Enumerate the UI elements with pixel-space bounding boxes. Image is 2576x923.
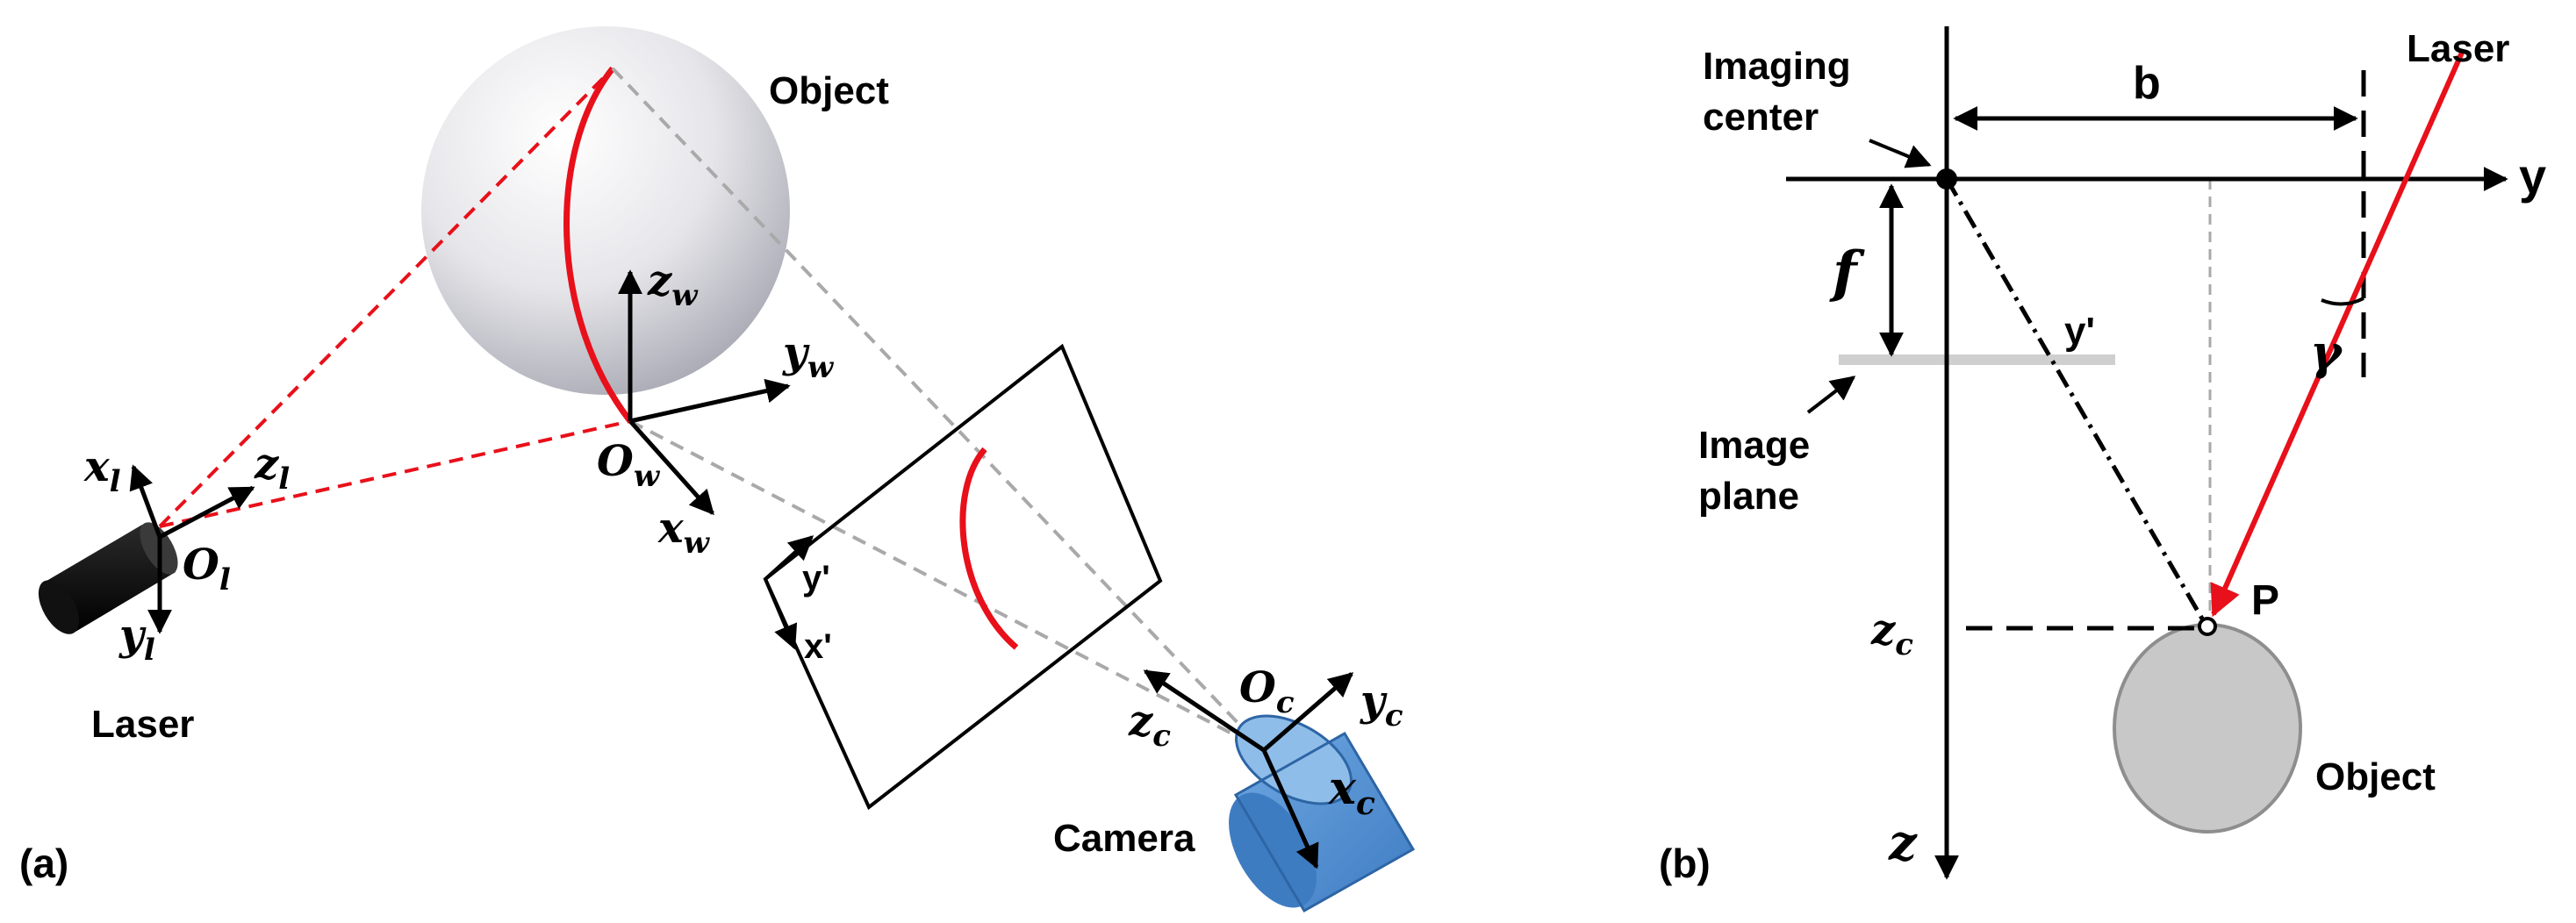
center-to-p-ray (1944, 177, 2208, 626)
laser-projection-top (158, 67, 614, 528)
point-p-label: P (2251, 577, 2279, 624)
camera-axis-y (1262, 672, 1354, 752)
laser-label-b: Laser (2407, 27, 2509, 70)
imaging-center-label-line2: center (1703, 96, 1819, 139)
gamma-arc (2321, 297, 2364, 306)
world-axis-y-label: yw (782, 328, 835, 385)
image-plane-pointer (1806, 376, 1856, 414)
camera-label: Camera (1053, 817, 1195, 860)
image-plane (763, 343, 1163, 811)
panel-a: y' x' zw yw Ow xw Object xl zl Ol yl Las… (19, 26, 1416, 913)
laser-origin-label: Ol (183, 540, 231, 597)
imaging-center-pointer (1869, 139, 1932, 168)
image-plane-label-line2: plane (1698, 475, 1799, 518)
image-axis-y (764, 535, 814, 581)
object-label: Object (769, 69, 889, 112)
yprime-label: y' (2064, 310, 2095, 353)
point-p (2198, 617, 2217, 636)
camera-projection-top (611, 67, 1266, 752)
image-plane-label-line1: Image (1698, 424, 1810, 467)
camera-axis-z (1143, 669, 1266, 753)
f-label: f (1829, 240, 1865, 305)
zc-label: zc (1870, 605, 1913, 662)
camera-axis-z-label: zc (1128, 697, 1171, 754)
laser-stripe (563, 66, 633, 424)
image-axis-x (764, 578, 798, 650)
object-circle (2113, 623, 2302, 834)
gamma-label: γ (2310, 324, 2343, 380)
camera-origin-label: Oc (1239, 663, 1295, 720)
panel-b-label: (b) (1659, 841, 1711, 886)
world-axis-x-label: xw (657, 504, 711, 561)
world-axis-y (629, 378, 791, 424)
camera-axis-x-label: xc (1328, 762, 1375, 822)
world-axis-z-label: zw (647, 256, 699, 313)
camera-axis-x (1261, 748, 1319, 869)
laser-axis-z (158, 485, 255, 540)
b-label: b (2133, 58, 2161, 109)
z-axis-label: z (1888, 814, 1918, 872)
imaging-center-label-line1: Imaging (1703, 45, 1851, 88)
laser-axis-y-label: yl (118, 611, 155, 668)
panel-b: b f Imaging center Image plane Laser y z… (1659, 26, 2546, 886)
laser-axis-x (129, 464, 162, 538)
camera-projection-bottom (629, 419, 1265, 752)
image-stripe (959, 447, 1019, 650)
laser-projection-bottom (159, 419, 631, 528)
laser-axis-z-label: zl (254, 440, 290, 497)
y-axis-label: y (2519, 148, 2546, 204)
camera-axis-y-label: yc (1360, 676, 1403, 733)
camera-device (1229, 714, 1416, 913)
laser-label: Laser (91, 703, 194, 746)
panel-a-label: (a) (19, 841, 68, 886)
laser-ray (2210, 51, 2465, 618)
object-sphere (421, 26, 790, 395)
image-axis-y-label: y' (802, 559, 830, 597)
image-axis-x-label: x' (804, 627, 832, 666)
laser-axis-x-label: xl (83, 442, 121, 499)
world-axis-x (628, 419, 714, 516)
object-label-b: Object (2315, 755, 2436, 798)
world-origin-label: Ow (597, 437, 661, 494)
